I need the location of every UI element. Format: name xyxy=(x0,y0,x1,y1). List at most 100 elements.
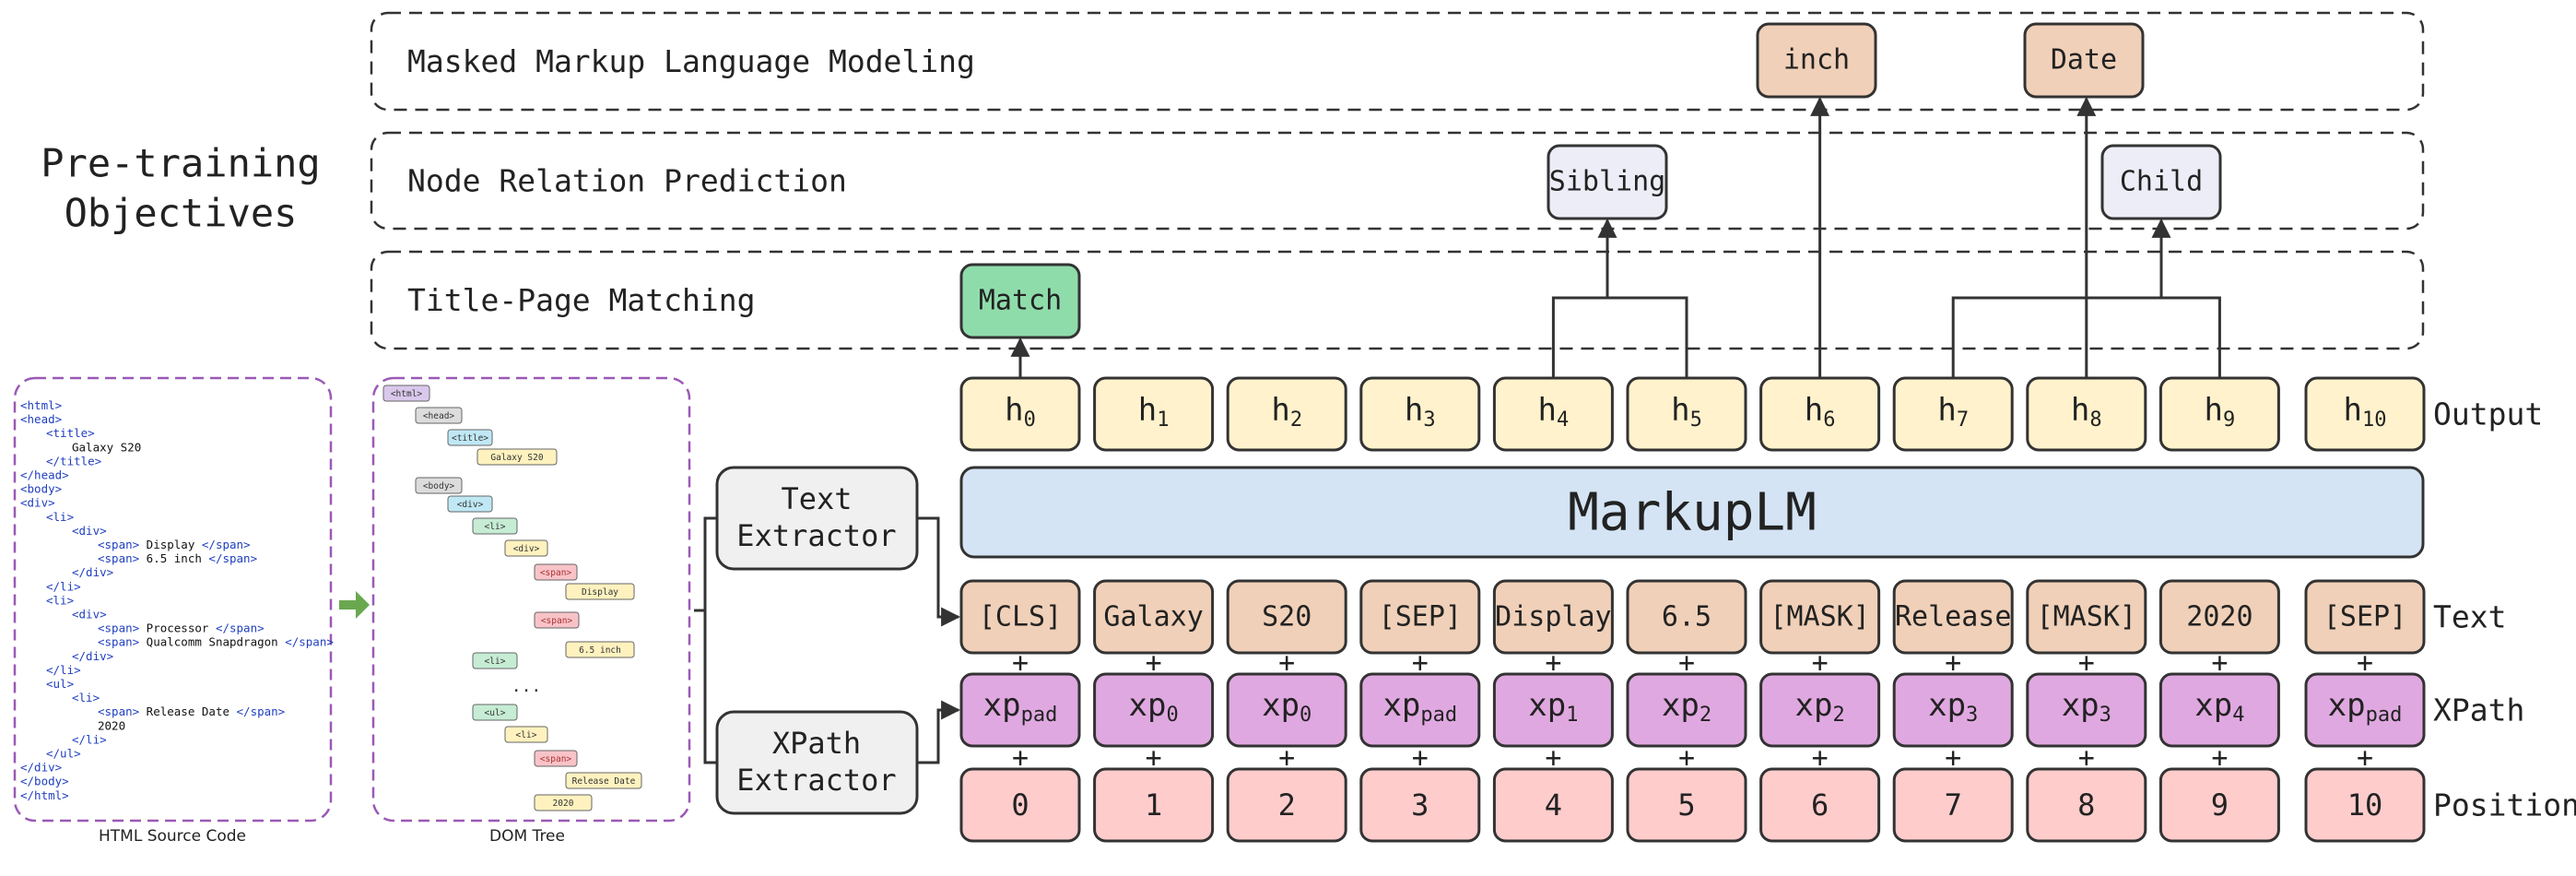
dom-node-label-13: ... xyxy=(512,677,542,696)
caption-dom-tree: DOM Tree xyxy=(489,827,565,846)
match-box xyxy=(959,263,1081,339)
position-box-0 xyxy=(959,767,1081,843)
plus-xpath-position-10: + xyxy=(2357,742,2373,775)
xpath-box-9 xyxy=(2158,672,2280,748)
text-token-6: [MASK] xyxy=(1770,601,1869,633)
dom-node-label-9: Display xyxy=(582,587,618,598)
hidden-box-8 xyxy=(2026,376,2147,452)
position-box-1 xyxy=(1093,767,1215,843)
row-label-text: Text xyxy=(2433,599,2506,635)
hidden-label-4: h4 xyxy=(1538,392,1570,432)
xpath-box-1 xyxy=(1093,672,1215,748)
html-code-line-28: </html> xyxy=(20,787,69,801)
hidden-label-9: h9 xyxy=(2205,392,2236,432)
objective-band-mmlm xyxy=(370,11,2425,112)
html-code-line-4: </title> xyxy=(46,454,101,468)
position-label-3: 3 xyxy=(1411,787,1429,823)
position-label-6: 6 xyxy=(1811,787,1829,823)
hidden-box-3 xyxy=(1359,376,1481,452)
text-extractor-box xyxy=(715,466,919,571)
dom-node-label-10: <span> xyxy=(541,616,573,626)
hidden-box-2 xyxy=(1226,376,1347,452)
position-label-0: 0 xyxy=(1011,787,1029,823)
position-box-10 xyxy=(2304,767,2426,843)
objective-label-mmlm: Masked Markup Language Modeling xyxy=(407,43,975,79)
dom-node-label-18: 2020 xyxy=(553,799,574,809)
dom-node-box-9 xyxy=(565,583,635,600)
position-box-2 xyxy=(1226,767,1347,843)
position-label-9: 9 xyxy=(2211,787,2229,823)
html-code-line-23: 2020 xyxy=(98,718,125,732)
child-label: Child xyxy=(2120,166,2203,198)
dom-node-label-2: <title> xyxy=(452,433,488,444)
dom-node-box-3 xyxy=(476,448,558,466)
text-token-box-4 xyxy=(1492,579,1614,655)
html-code-line-19: </li> xyxy=(46,662,81,676)
hidden-box-6 xyxy=(1759,376,1881,452)
html-code-line-13: </li> xyxy=(46,579,81,593)
text-token-7: Release xyxy=(1895,601,2011,633)
hidden-label-8: h8 xyxy=(2071,392,2102,432)
html-code-line-26: </div> xyxy=(20,760,62,774)
xpath-box-7 xyxy=(1892,672,2014,748)
arrow-text-extractor-cls xyxy=(917,516,961,627)
text-token-9: 2020 xyxy=(2186,601,2253,633)
position-box-7 xyxy=(1892,767,2014,843)
position-box-9 xyxy=(2158,767,2280,843)
plus-xpath-position-4: + xyxy=(1545,742,1561,775)
plus-xpath-position-2: + xyxy=(1278,742,1295,775)
inch-box xyxy=(1756,22,1877,99)
xpath-label-3: xppad xyxy=(1382,687,1457,727)
html-code-line-1: <head> xyxy=(20,412,62,426)
plus-text-xpath-0: + xyxy=(1012,647,1029,680)
match-label: Match xyxy=(979,285,1062,317)
dom-node-box-2 xyxy=(447,429,493,446)
text-token-1: Galaxy xyxy=(1103,601,1203,633)
xpath-box-0 xyxy=(959,672,1081,748)
dom-node-box-12 xyxy=(472,652,518,669)
dom-node-label-17: Release Date xyxy=(572,776,636,787)
dom-node-box-11 xyxy=(565,641,635,658)
position-label-10: 10 xyxy=(2347,787,2383,823)
text-token-2: S20 xyxy=(1262,601,1312,633)
html-code-line-16: <span> Processor </span> xyxy=(98,621,265,634)
row-label-xpath: XPath xyxy=(2433,693,2524,728)
branch-to-xpath-extractor xyxy=(703,610,717,764)
html-code-line-7: <div> xyxy=(20,495,55,509)
hidden-label-6: h6 xyxy=(1805,392,1836,432)
text-token-4: Display xyxy=(1495,601,1611,633)
hidden-label-1: h1 xyxy=(1138,392,1170,432)
plus-text-xpath-9: + xyxy=(2211,647,2228,680)
date-label: Date xyxy=(2051,44,2117,77)
dom-tree-panel xyxy=(371,376,691,823)
objective-band-nrp xyxy=(370,131,2425,231)
html-code-line-9: <div> xyxy=(72,523,107,537)
text-token-0: [CLS] xyxy=(979,601,1062,633)
inch-label: inch xyxy=(1783,44,1850,77)
text-token-box-10 xyxy=(2304,579,2426,655)
position-label-7: 7 xyxy=(1945,787,1962,823)
html-code-line-21: <li> xyxy=(72,691,100,704)
hidden-box-10 xyxy=(2304,376,2426,452)
dom-node-box-1 xyxy=(415,407,463,424)
dom-node-label-4: <body> xyxy=(423,481,455,491)
html-code-line-8: <li> xyxy=(46,509,74,523)
hidden-label-2: h2 xyxy=(1271,392,1302,432)
markuplm-bar xyxy=(959,466,2425,559)
plus-text-xpath-7: + xyxy=(1945,647,1961,680)
plus-text-xpath-1: + xyxy=(1146,647,1162,680)
xpath-box-10 xyxy=(2304,672,2426,748)
plus-text-xpath-3: + xyxy=(1412,647,1429,680)
markuplm-label: MarkupLM xyxy=(1568,483,1817,543)
plus-xpath-position-0: + xyxy=(1012,742,1029,775)
plus-text-xpath-6: + xyxy=(1812,647,1829,680)
xpath-label-4: xp1 xyxy=(1528,687,1578,727)
plus-xpath-position-1: + xyxy=(1146,742,1162,775)
position-label-1: 1 xyxy=(1145,787,1162,823)
xpath-box-3 xyxy=(1359,672,1481,748)
html-code-line-12: </div> xyxy=(72,565,113,579)
dom-node-label-14: <ul> xyxy=(485,708,506,718)
dom-node-box-5 xyxy=(447,495,493,513)
html-source-panel xyxy=(13,376,333,823)
